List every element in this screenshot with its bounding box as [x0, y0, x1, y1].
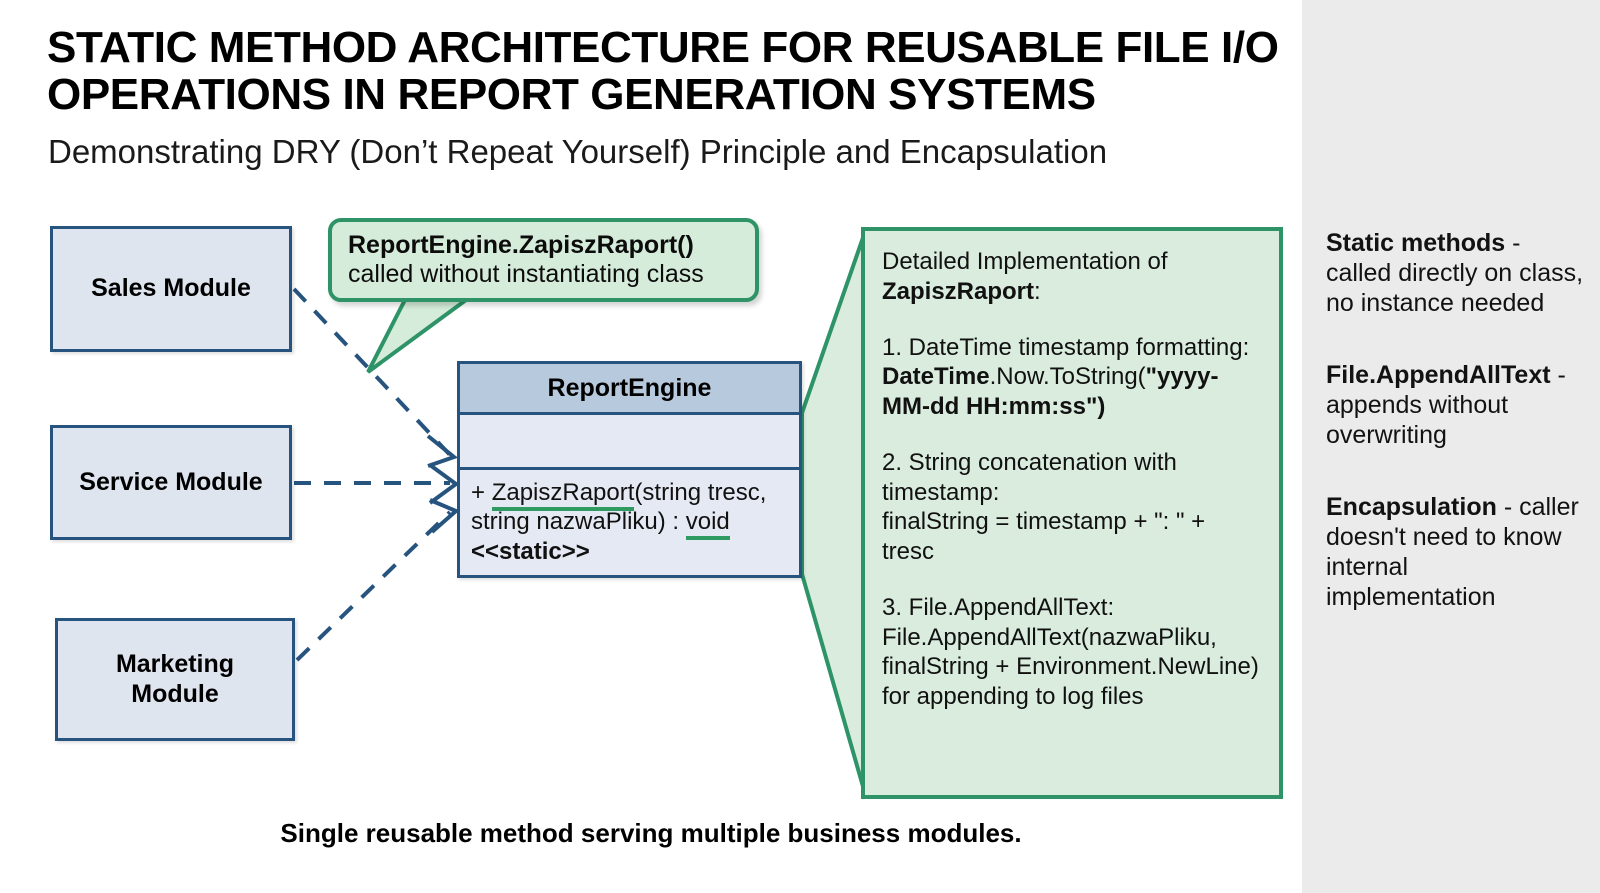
uml-method-return: void — [685, 507, 730, 540]
module-box-label: Marketing Module — [115, 650, 235, 708]
sidebar-note-term: Static methods — [1326, 229, 1506, 257]
page-subtitle: Demonstrating DRY (Don’t Repeat Yourself… — [48, 133, 1108, 170]
sidebar-note-desc: - appends without overwriting — [1326, 361, 1566, 449]
detail-step-1-bold1: DateTime — [882, 363, 990, 391]
uml-class-name: ReportEngine — [460, 364, 799, 415]
uml-method-params: (string tresc, string nazwaPliku) : — [471, 479, 767, 535]
detail-step-2-line2: finalString = timestamp + ": " + tresc — [882, 508, 1206, 565]
detail-step-1: 1. DateTime timestamp formatting: DateTi… — [882, 333, 1263, 422]
callout-normal-text: called without instantiating class — [348, 260, 704, 289]
figure-caption: Single reusable method serving multiple … — [280, 818, 1022, 848]
uml-class-box-reportengine[interactable]: ReportEngine + ZapiszRaport(string tresc… — [457, 361, 802, 578]
detail-step-3-line1: 3. File.AppendAllText: — [882, 593, 1115, 621]
sidebar-notes-list: Static methods - called directly on clas… — [1326, 228, 1584, 654]
sidebar-note-encapsulation: Encapsulation - caller doesn't need to k… — [1326, 492, 1584, 612]
detail-step-1-bold2: "yyyy-MM-dd HH:mm:ss") — [882, 363, 1219, 420]
detail-step-1-line1: 1. DateTime timestamp formatting: — [882, 333, 1250, 361]
uml-method-name: ZapiszRaport — [491, 479, 635, 511]
module-box-label: Sales Module — [91, 274, 251, 303]
module-box-marketing[interactable]: Marketing Module — [55, 618, 295, 741]
module-box-label: Service Module — [79, 467, 263, 496]
detail-step-3: 3. File.AppendAllText: File.AppendAllTex… — [882, 593, 1263, 712]
detail-panel: Detailed Implementation of ZapiszRaport:… — [861, 227, 1283, 799]
sidebar-note-term: Encapsulation — [1326, 493, 1497, 521]
detail-heading-colon: : — [1034, 277, 1041, 305]
uml-operations-compartment: + ZapiszRaport(string tresc, string nazw… — [460, 470, 799, 566]
sidebar-panel: Static methods - called directly on clas… — [1302, 0, 1600, 893]
detail-step-1-mid: .Now.ToString( — [989, 363, 1146, 391]
uml-attributes-compartment — [460, 415, 799, 470]
uml-visibility: + — [471, 479, 492, 506]
detail-heading-bold: ZapiszRaport — [882, 277, 1035, 305]
callout-bubble: ReportEngine.ZapiszRaport() called witho… — [328, 218, 759, 302]
sidebar-note-desc: - caller doesn't need to know internal i… — [1326, 493, 1579, 611]
callout-bold-text: ReportEngine.ZapiszRaport() — [348, 231, 694, 259]
module-box-service[interactable]: Service Module — [50, 425, 292, 540]
uml-stereotype: <<static>> — [471, 537, 590, 565]
detail-heading-lead: Detailed Implementation of — [882, 248, 1168, 275]
detail-panel-heading: Detailed Implementation of ZapiszRaport: — [882, 247, 1263, 307]
sidebar-note-desc: - called directly on class, no instance … — [1326, 229, 1584, 317]
module-box-sales[interactable]: Sales Module — [50, 226, 292, 352]
detail-step-3-line2: File.AppendAllText(nazwaPliku, finalStri… — [882, 623, 1259, 711]
detail-step-2: 2. String concatenation with timestamp: … — [882, 448, 1263, 567]
sidebar-note-term: File.AppendAllText — [1326, 361, 1551, 389]
page-title: STATIC METHOD ARCHITECTURE FOR REUSABLE … — [47, 23, 1279, 120]
sidebar-note-file-appendalltext: File.AppendAllText - appends without ove… — [1326, 360, 1584, 450]
sidebar-note-static-methods: Static methods - called directly on clas… — [1326, 228, 1584, 318]
detail-step-2-line1: 2. String concatenation with timestamp: — [882, 448, 1177, 506]
